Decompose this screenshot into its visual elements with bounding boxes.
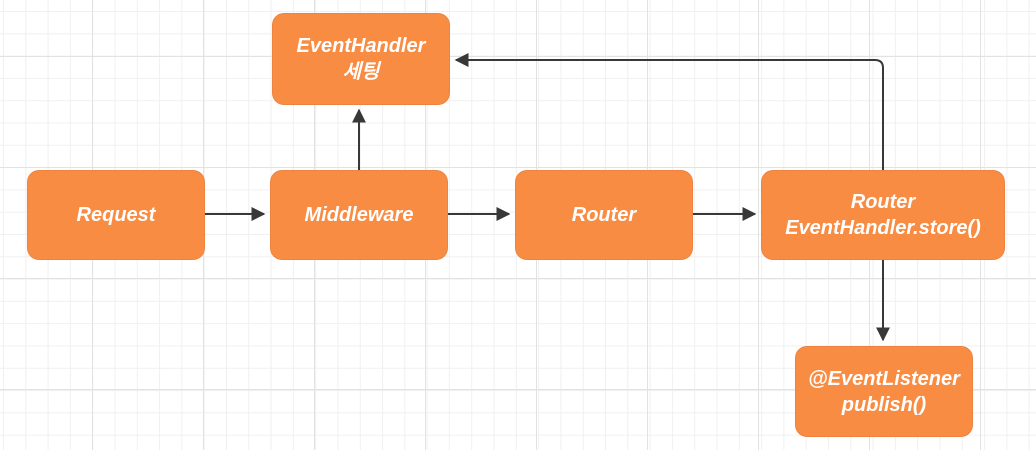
node-handler-label-line1: EventHandler bbox=[296, 35, 426, 57]
node-router-eventhandler-store[interactable]: Router EventHandler.store() bbox=[761, 170, 1005, 260]
node-eventlistener-publish[interactable]: @EventListener publish() bbox=[795, 346, 973, 437]
node-publish-label-line1: @EventListener bbox=[808, 367, 960, 390]
node-publish-label-line2: publish() bbox=[841, 393, 927, 416]
node-middleware[interactable]: Middleware bbox=[270, 170, 448, 260]
node-router-label: Router bbox=[571, 204, 637, 226]
node-handler-label-line2: 세팅 bbox=[342, 61, 380, 83]
arrow-store-to-eventhandler[interactable] bbox=[454, 53, 884, 170]
node-store-label-line2: EventHandler.store() bbox=[785, 217, 981, 239]
node-request[interactable]: Request bbox=[27, 170, 205, 260]
node-middleware-label: Middleware bbox=[304, 204, 414, 226]
node-request-label: Request bbox=[76, 204, 156, 226]
node-store-label-line1: Router bbox=[850, 191, 916, 213]
node-router[interactable]: Router bbox=[515, 170, 693, 260]
node-eventhandler-setting[interactable]: EventHandler 세팅 bbox=[272, 13, 450, 105]
